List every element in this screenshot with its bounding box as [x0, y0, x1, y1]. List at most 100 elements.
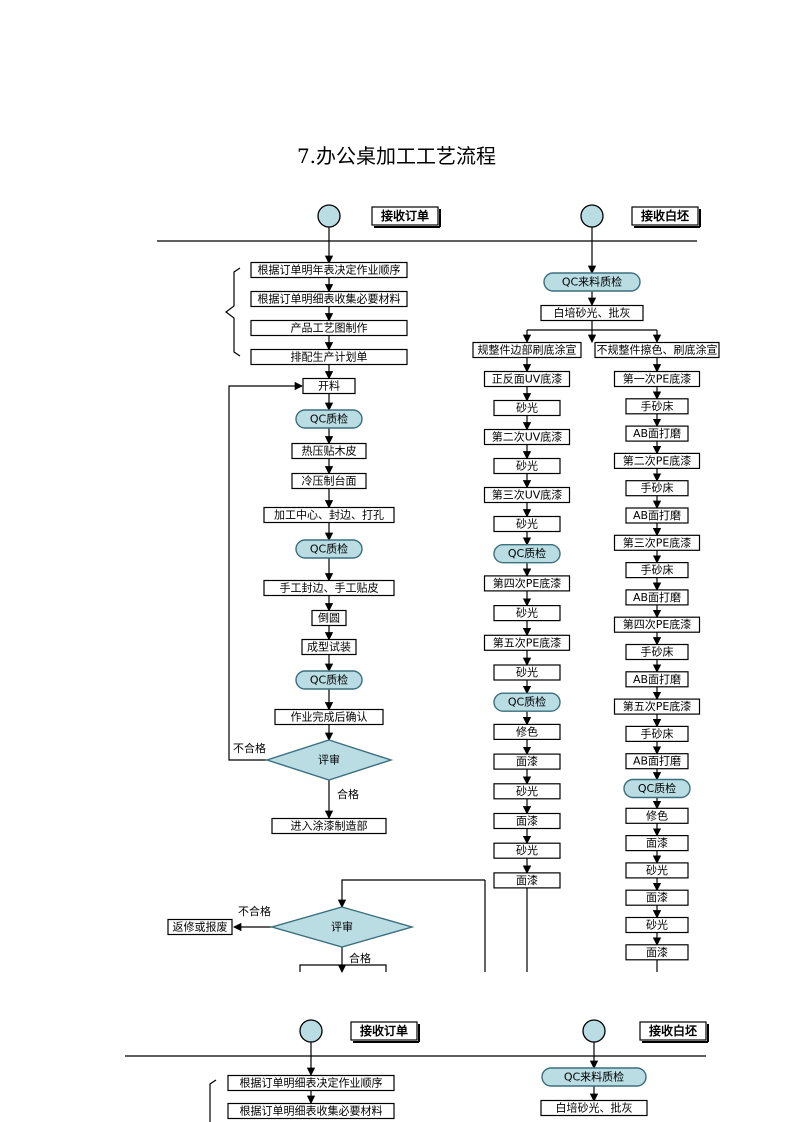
- step-box: [301, 638, 357, 656]
- step-label: 根据订单明细表收集必要材料: [240, 1104, 383, 1118]
- process-step: 修色: [625, 807, 689, 824]
- step-label: 返修或报废: [173, 920, 228, 934]
- planning-brace-2: [209, 1079, 217, 1122]
- process-step: 作业完成后确认: [274, 708, 384, 726]
- process-step: 手砂床: [625, 643, 689, 661]
- step-label: 进入涂漆制造部: [291, 819, 368, 833]
- step-box: [493, 515, 561, 533]
- qc-incoming-node-2: QC来料质检: [541, 1067, 647, 1087]
- process-step: 白培砂光、批灰: [540, 304, 644, 322]
- step-label: 面漆: [516, 815, 538, 828]
- process-step: 砂光: [493, 842, 561, 859]
- step-label: 手砂床: [641, 563, 674, 577]
- process-step: AB面打磨: [625, 507, 689, 524]
- final-review-decision: 评审: [269, 906, 415, 948]
- qc-label: QC质检: [638, 781, 676, 795]
- step-box: [250, 261, 408, 279]
- step-box: [493, 457, 561, 475]
- branch-head-irregular: 不规整件擦色、刷底涂宣: [594, 341, 720, 359]
- step-box: [493, 872, 561, 889]
- process-step: 加工中心、封边、打孔: [263, 506, 395, 524]
- step-label: 第一次PE底漆: [623, 372, 692, 386]
- process-step: 面漆: [493, 812, 561, 830]
- process-step: 白培砂光、批灰: [540, 1099, 648, 1117]
- process-step: 第三次UV底漆: [483, 486, 571, 504]
- step-box: [613, 370, 701, 388]
- header-label: 接收白坯: [641, 208, 689, 223]
- process-step: AB面打磨: [625, 425, 689, 442]
- step-label: 修色: [516, 724, 538, 738]
- step-box: [625, 507, 689, 524]
- process-step: 第一次PE底漆: [613, 370, 701, 388]
- process-step: 第二次PE底漆: [613, 452, 701, 469]
- qc-check-node: QC质检: [295, 539, 363, 559]
- process-step: 第四次PE底漆: [613, 616, 701, 633]
- qc-oval: [623, 778, 691, 799]
- step-box: [540, 1099, 648, 1117]
- qc-check-node: QC质检: [493, 692, 561, 712]
- step-box: [625, 944, 689, 961]
- process-step: 热压贴木皮: [291, 442, 367, 460]
- step-label: 砂光: [516, 401, 538, 415]
- step-label: 产品工艺图制作: [291, 321, 368, 335]
- process-step: 根据订单明年表决定作业顺序: [250, 261, 408, 279]
- qc-check-node: QC质检: [295, 409, 363, 429]
- step-box: [472, 341, 582, 359]
- step-label: 面漆: [646, 946, 668, 959]
- step-box: [250, 319, 408, 337]
- step-label: 第二次UV底漆: [492, 430, 563, 444]
- qc-label: QC质检: [310, 673, 348, 687]
- qc-label: QC质检: [310, 412, 348, 426]
- merge-line: [337, 879, 485, 909]
- step-box: [625, 862, 689, 879]
- decision-label: 评审: [318, 753, 340, 767]
- step-box: [263, 506, 395, 524]
- process-step: 手砂床: [625, 725, 689, 743]
- step-box: [625, 480, 689, 497]
- step-label: 砂光: [646, 863, 668, 877]
- qc-oval: [493, 544, 561, 564]
- truncated-box: [299, 964, 387, 972]
- step-label: 根据订单明细表收集必要材料: [258, 292, 401, 306]
- step-box: [625, 589, 689, 606]
- qc-oval: [295, 670, 363, 690]
- step-box: [594, 341, 720, 359]
- step-label: 手工封边、手工贴皮: [280, 581, 379, 595]
- step-label: 第四次PE底漆: [623, 617, 692, 631]
- review-decision: 评审: [264, 739, 394, 781]
- step-label: 砂光: [516, 606, 538, 620]
- step-box: [483, 634, 571, 651]
- step-label: 砂光: [516, 517, 538, 531]
- process-step: AB面打磨: [625, 671, 689, 688]
- step-label: 根据订单明细表决定作业顺序: [240, 1076, 383, 1090]
- qc-oval: [295, 409, 363, 429]
- header-label: 接收订单: [381, 208, 429, 223]
- step-box: [625, 916, 689, 934]
- step-label: 白培砂光、批灰: [556, 1101, 633, 1115]
- step-box: [227, 1074, 395, 1092]
- step-box: [271, 817, 387, 835]
- step-label: 手砂床: [641, 645, 674, 659]
- process-step: 砂光: [493, 604, 561, 622]
- process-step: 砂光: [625, 916, 689, 934]
- process-step: 手工封边、手工贴皮: [263, 579, 395, 597]
- start-circle-blank: [580, 204, 604, 228]
- process-step: 第三次PE底漆: [613, 534, 701, 551]
- step-label: 手砂床: [641, 726, 674, 740]
- fail-label: 不合格: [233, 741, 266, 755]
- step-box: [483, 370, 571, 388]
- qc-oval: [295, 539, 363, 559]
- step-box: [493, 753, 561, 770]
- step-box: [167, 918, 233, 936]
- step-box: [227, 1102, 395, 1120]
- qc-incoming-node: QC来料质检: [543, 272, 641, 292]
- process-step: 砂光: [493, 399, 561, 417]
- step-label: 砂光: [646, 918, 668, 932]
- final-fail-label: 不合格: [238, 904, 271, 918]
- step-label: 手砂床: [641, 399, 674, 413]
- header-label: 接收订单: [360, 1023, 408, 1038]
- step-box: [625, 425, 689, 442]
- qc-oval: [541, 1067, 647, 1087]
- step-box: [493, 842, 561, 859]
